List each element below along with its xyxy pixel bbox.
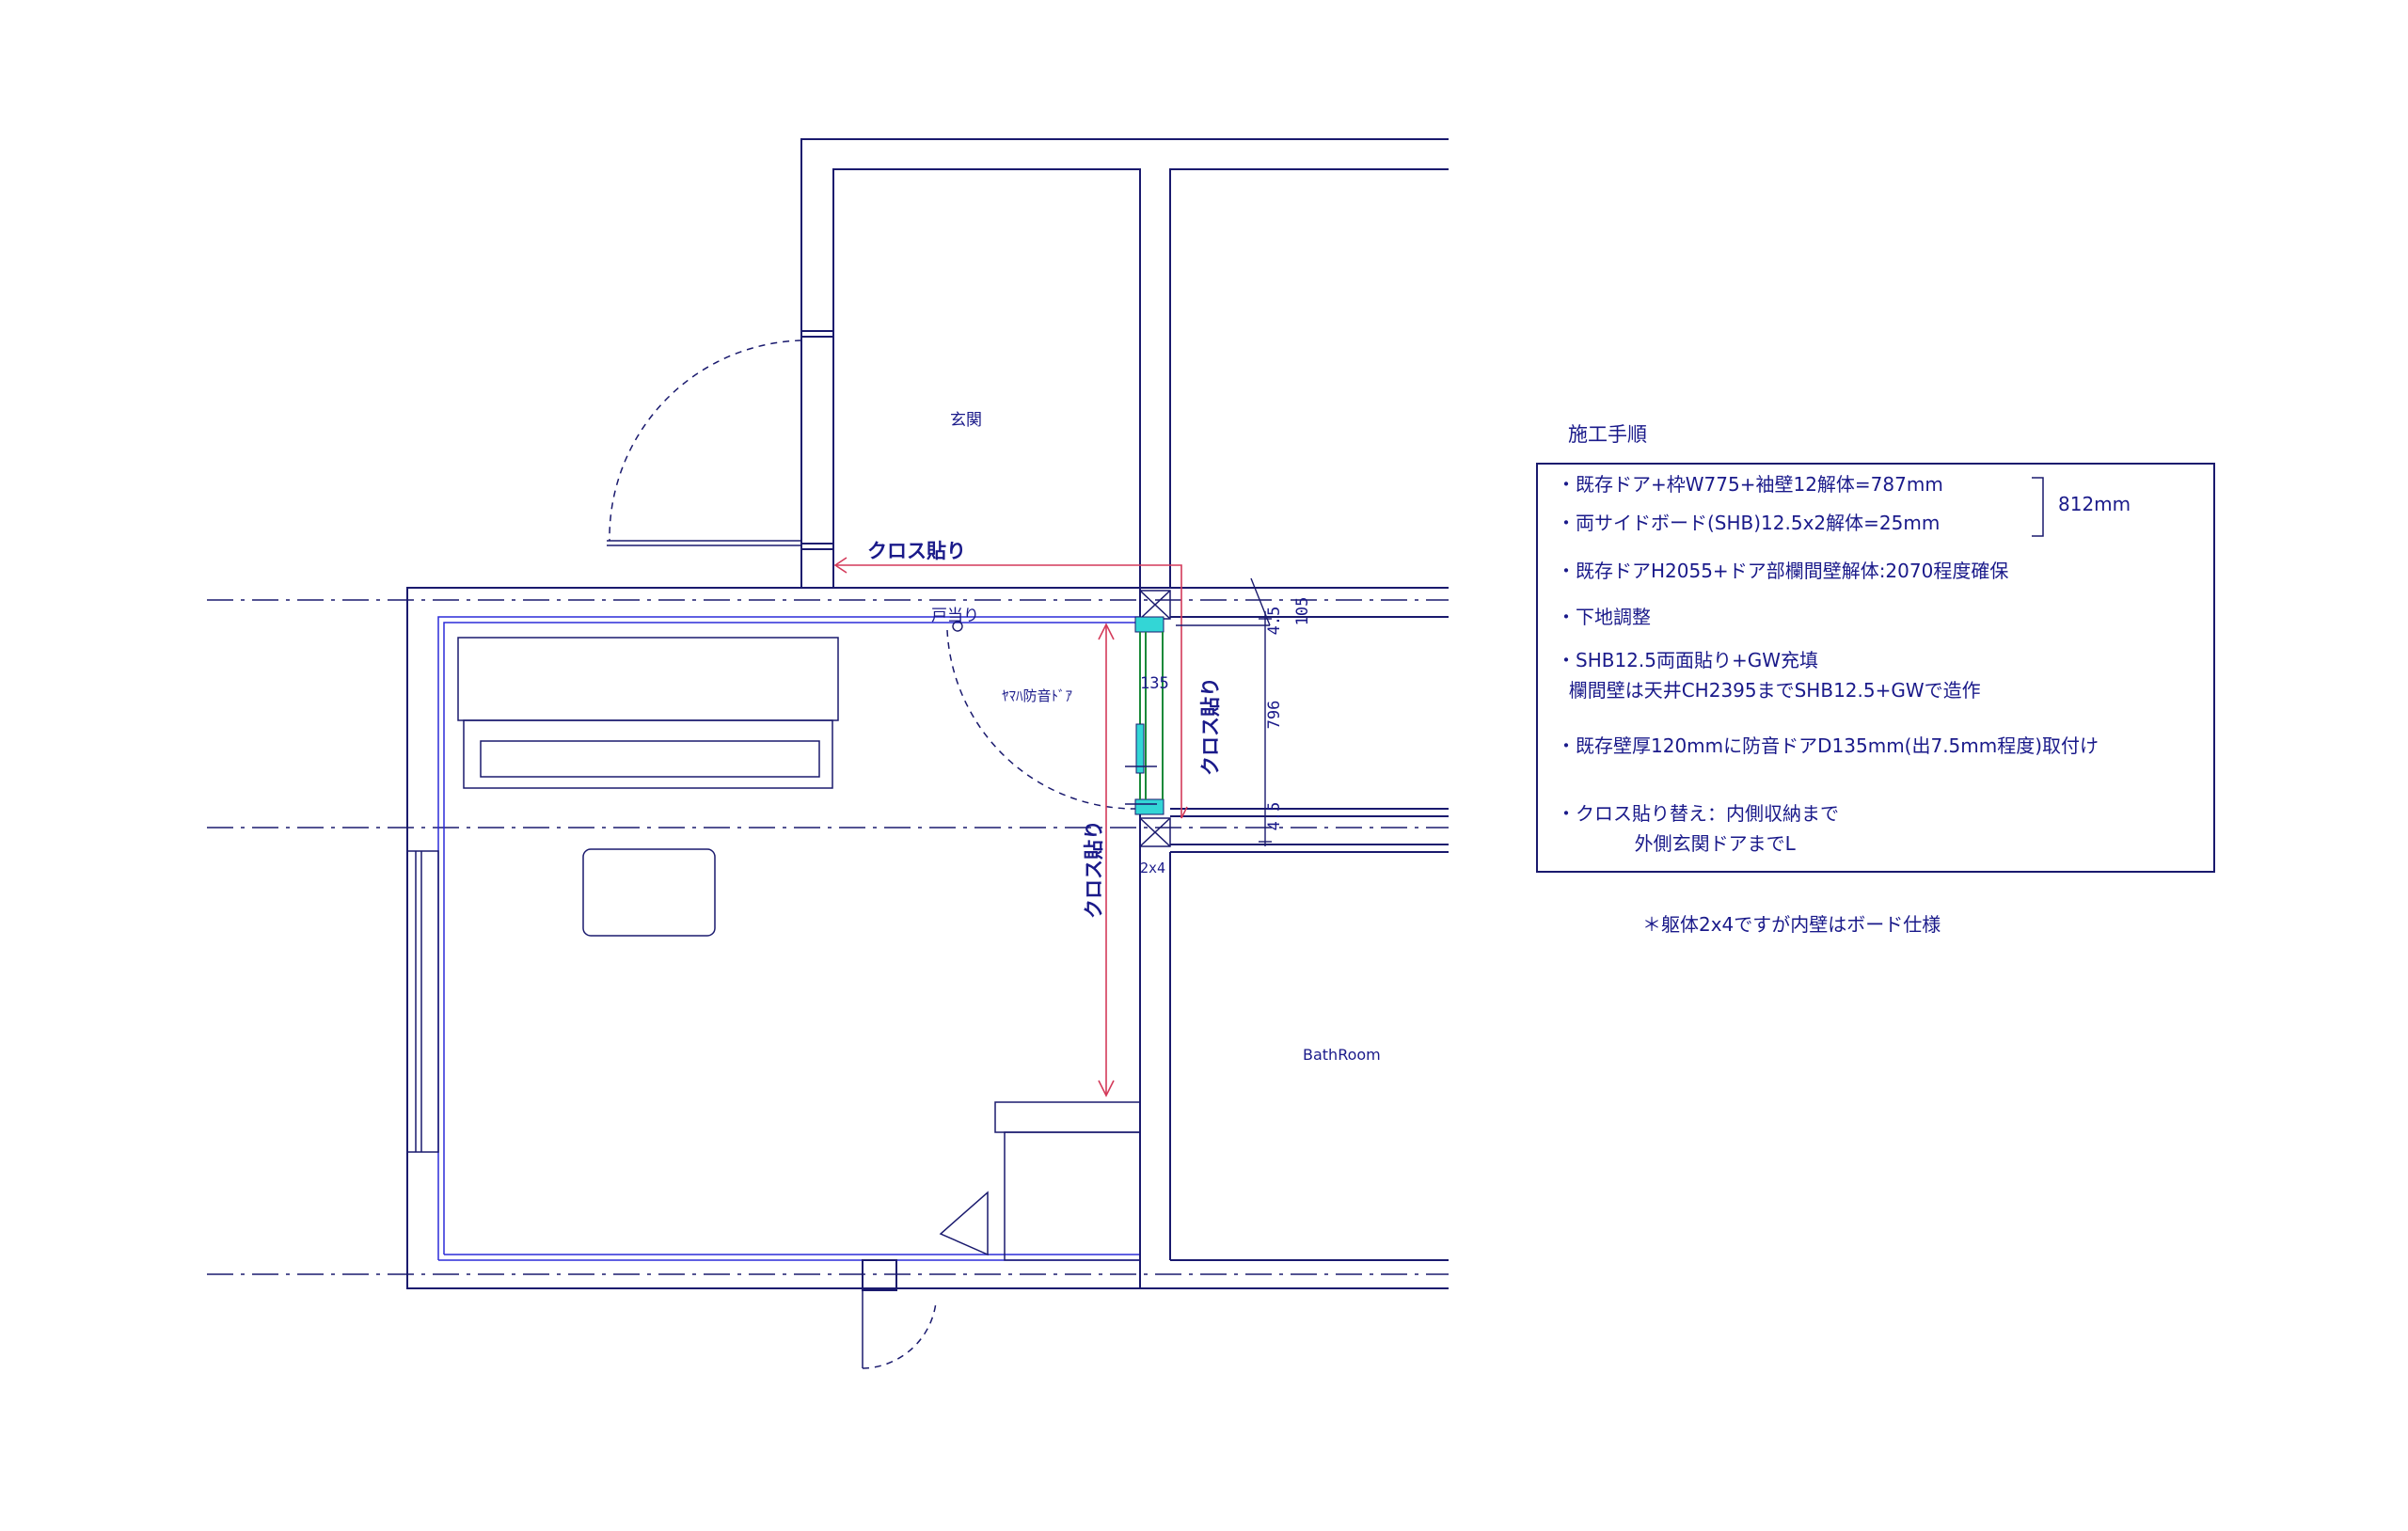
dim-4-5-top: 4.5 <box>1265 607 1284 636</box>
dim-4-5-bottom: 4.5 <box>1265 802 1284 831</box>
procedure-step-5-cont: 欄間壁は天井CH2395までSHB12.5+GWで造作 <box>1557 679 1981 702</box>
procedure-step-1: ・既存ドア+枠W775+袖壁12解体=787mm <box>1557 473 1943 496</box>
dim-105: 105 <box>1293 597 1312 626</box>
cloth-label-top: クロス貼り <box>867 540 966 562</box>
entrance-walls <box>607 138 1449 588</box>
procedure-total: 812mm <box>2058 493 2131 515</box>
procedure-panel: 施工手順 ・既存ドア+枠W775+袖壁12解体=787mm ・両サイドボード(S… <box>1536 423 2215 936</box>
frame-2x4-label: 2x4 <box>1140 860 1165 876</box>
procedure-title: 施工手順 <box>1568 423 1647 446</box>
procedure-step-2: ・両サイドボード(SHB)12.5x2解体=25mm <box>1557 512 1940 534</box>
grid-lines <box>207 599 1449 1275</box>
procedure-step-5: ・SHB12.5両面貼り+GW充填 <box>1557 649 1818 671</box>
room-label-entrance: 玄関 <box>950 411 982 430</box>
dim-796: 796 <box>1265 701 1284 730</box>
main-room-walls <box>406 587 1449 1369</box>
door-stop-label: 戸当り <box>931 607 979 625</box>
procedure-box <box>1536 463 2215 873</box>
cloth-label-right: クロス貼り <box>1199 677 1222 776</box>
procedure-step-7-cont: 外側玄関ドアまでL <box>1557 832 1797 855</box>
procedure-step-3: ・既存ドアH2055+ドア部欄間壁解体:2070程度確保 <box>1557 560 2008 582</box>
furniture <box>457 637 1141 1261</box>
soundproof-door <box>946 590 1171 847</box>
door-name-label: ﾔﾏﾊ防音ﾄﾞｱ <box>1002 687 1073 704</box>
procedure-step-4: ・下地調整 <box>1557 606 1651 628</box>
procedure-step-6: ・既存壁厚120mmに防音ドアD135mm(出7.5mm程度)取付け <box>1557 734 2099 757</box>
dimension-lines <box>1176 577 1272 846</box>
cloth-marks <box>833 557 1188 1097</box>
procedure-step-7: ・クロス貼り替え：内側収納まで <box>1557 802 1839 825</box>
dim-135-label: 135 <box>1140 674 1169 693</box>
cloth-label-left: クロス貼り <box>1083 820 1105 919</box>
room-label-bathroom: BathRoom <box>1303 1046 1381 1064</box>
procedure-note: ＊躯体2x4ですが内壁はボード仕様 <box>1642 913 1941 936</box>
